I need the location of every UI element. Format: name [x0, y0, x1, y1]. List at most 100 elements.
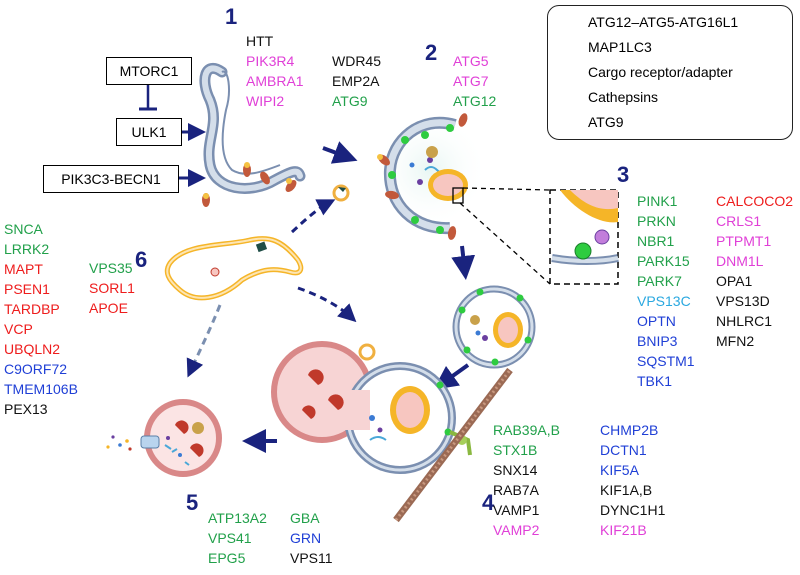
gene-label: AMBRA1 [246, 73, 304, 89]
gene-label: VPS13C [637, 293, 691, 309]
stage-number-4: 4 [482, 490, 495, 515]
gene-label: OPA1 [716, 273, 753, 289]
gene-label: ATG12 [453, 93, 497, 109]
gene-label: MFN2 [716, 333, 755, 349]
phagophore-membrane [199, 63, 306, 194]
legend-item-map1lc3: MAP1LC3 [588, 39, 652, 55]
gene-label: NBR1 [637, 233, 675, 249]
gene-label: OPTN [637, 313, 676, 329]
gene-label: ATP13A2 [208, 510, 267, 526]
gene-label: WDR45 [332, 53, 382, 69]
gene-label: KIF1A,B [600, 482, 653, 498]
gene-label: CHMP2B [600, 422, 659, 438]
stage-number-1: 1 [225, 4, 238, 29]
gene-label: VCP [4, 321, 33, 337]
gene-label: VAMP2 [493, 522, 540, 538]
expanding-phagophore [372, 112, 488, 240]
legend: ATG12–ATG5-ATG16L1 MAP1LC3 Cargo recepto… [547, 5, 793, 140]
gene-label: APOE [89, 300, 128, 316]
gene-label: VPS11 [290, 550, 333, 566]
gene-label: GBA [290, 510, 320, 526]
gene-label: DYNC1H1 [600, 502, 666, 518]
gene-label: C9ORF72 [4, 361, 68, 377]
mtorc1-box: MTORC1 [106, 57, 192, 85]
legend-item-atg12-complex: ATG12–ATG5-ATG16L1 [588, 14, 739, 30]
gene-label: TBK1 [637, 373, 673, 389]
gene-label: RAB39A,B [493, 422, 560, 438]
endosomal-tubule [164, 236, 304, 301]
gene-label: LRRK2 [4, 241, 50, 257]
gene-label: PINK1 [637, 193, 678, 209]
gene-label: PEX13 [4, 401, 48, 417]
gene-label: KIF5A [600, 462, 639, 478]
gene-label: CRLS1 [716, 213, 762, 229]
legend-item-atg9: ATG9 [588, 114, 624, 130]
gene-label: PSEN1 [4, 281, 50, 297]
stage-number-3: 3 [617, 162, 630, 187]
stage-number-2: 2 [425, 40, 438, 65]
gene-label: DNM1L [716, 253, 764, 269]
arrow-to-fusion [433, 363, 470, 390]
gene-label: TMEM106B [4, 381, 78, 397]
gene-label: SQSTM1 [637, 353, 695, 369]
gene-label: KIF21B [600, 522, 647, 538]
gene-label: PIK3R4 [246, 53, 295, 69]
zoom-inset [452, 187, 619, 285]
legend-item-cathepsins: Cathepsins [588, 89, 659, 105]
gene-label: TARDBP [4, 301, 60, 317]
gene-label: ATG5 [453, 53, 489, 69]
gene-label: ATG7 [453, 73, 489, 89]
gene-label: PARK15 [637, 253, 690, 269]
gene-label: PARK7 [637, 273, 682, 289]
gene-label: SNCA [4, 221, 43, 237]
gene-label: MAPT [4, 261, 43, 277]
gene-label: EPG5 [208, 550, 246, 566]
gene-label: VPS35 [89, 260, 133, 276]
microtubule [393, 367, 513, 523]
gene-label: HTT [246, 33, 274, 49]
ulk1-box: ULK1 [116, 118, 182, 146]
gene-label: ATG9 [332, 93, 368, 109]
gene-label: EMP2A [332, 73, 380, 89]
arrow-2-to-autophagosome [451, 245, 476, 280]
gene-label: PTPMT1 [716, 233, 772, 249]
pik3c3-becn1-box: PIK3C3-BECN1 [43, 165, 179, 193]
gene-label: GRN [290, 530, 322, 546]
stage-number-5: 5 [186, 490, 199, 515]
gene-label: PRKN [637, 213, 676, 229]
stage-number-6: 6 [135, 247, 148, 272]
autolysosome-fusion [271, 341, 472, 474]
gene-label: RAB7A [493, 482, 539, 498]
degradative-lysosome [106, 399, 222, 477]
gene-label: NHLRC1 [716, 313, 773, 329]
gene-label: VAMP1 [493, 502, 540, 518]
gene-list-stage5-b: GBA GRN VPS11 [290, 508, 333, 568]
gene-label: STX1B [493, 442, 538, 458]
arrow-1-to-2 [322, 141, 358, 164]
gene-label: SORL1 [89, 280, 135, 296]
mtorc1-inhibits-ulk1 [139, 85, 157, 111]
gene-label: UBQLN2 [4, 341, 61, 357]
autophagosome [452, 285, 536, 369]
gene-label: BNIP3 [637, 333, 678, 349]
dashed-trafficking-arrows [186, 199, 357, 378]
gene-label: DCTN1 [600, 442, 647, 458]
small-vesicle [358, 343, 376, 361]
gene-label: CALCOCO2 [716, 193, 794, 209]
atg-complex-markers-stage1 [202, 162, 297, 207]
gene-label: WIPI2 [246, 93, 285, 109]
atg9-vesicle [332, 184, 350, 202]
gene-label: VPS13D [716, 293, 770, 309]
legend-item-cargo-receptor: Cargo receptor/adapter [588, 64, 733, 80]
gene-label: VPS41 [208, 530, 252, 546]
